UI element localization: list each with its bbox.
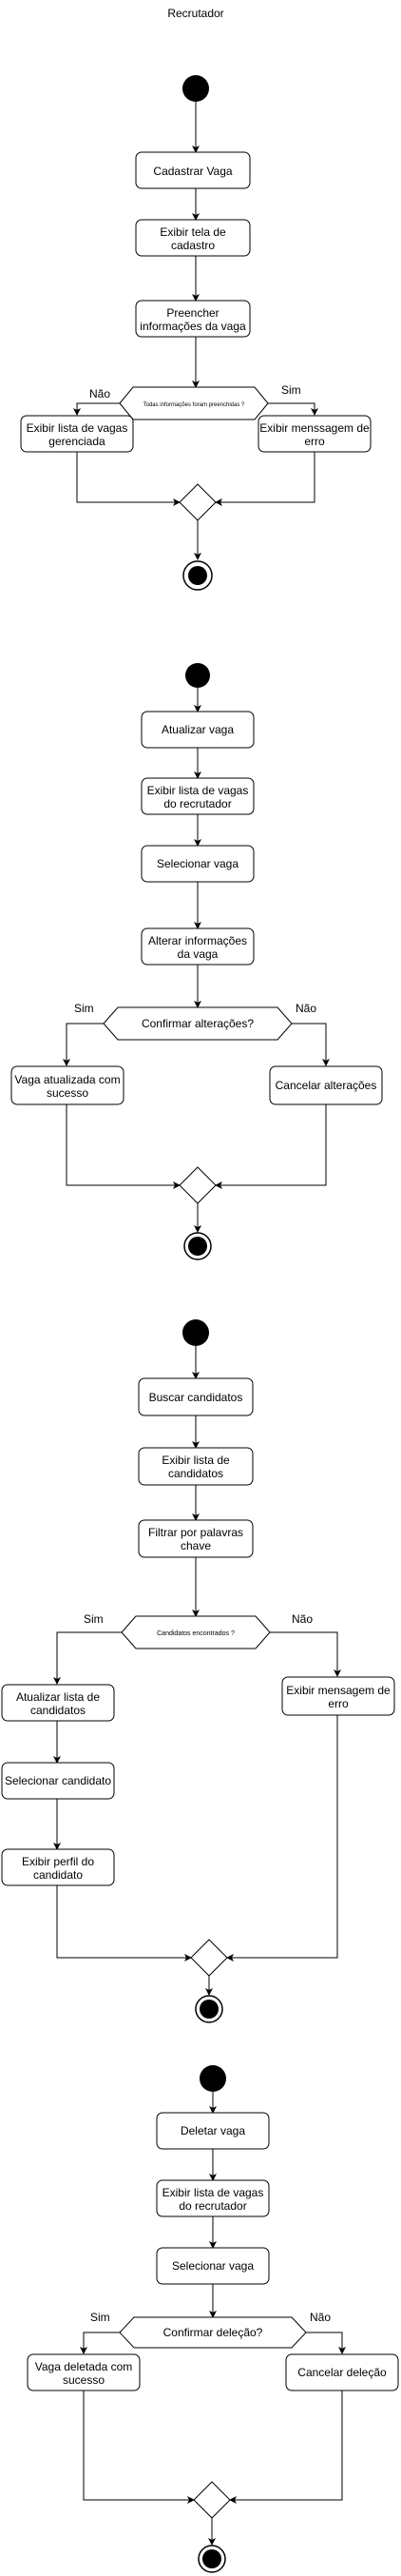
- action-label: Atualizar vaga: [162, 723, 234, 736]
- flow-arrow: [73, 402, 120, 416]
- action-label: Vaga atualizada com: [14, 1073, 120, 1086]
- decision-label: Candidatos encontrados ?: [157, 1630, 235, 1637]
- action-label: do recrutador: [179, 2199, 246, 2213]
- flow-atualizar-vaga: Atualizar vaga Exibir lista de vagas do …: [10, 663, 383, 1260]
- action-label: Exibir lista de vagas: [147, 784, 249, 797]
- flow-arrow: [76, 452, 181, 506]
- action-label: erro: [328, 1697, 349, 1710]
- action-label: cadastro: [171, 239, 215, 252]
- action-label: candidato: [33, 1868, 83, 1882]
- action-label: Selecionar vaga: [157, 857, 239, 870]
- branch-label-sim: Sim: [74, 1002, 94, 1015]
- final-node-inner: [188, 566, 207, 585]
- action-label: sucesso: [63, 2373, 105, 2387]
- decision-label: Todas informações foram preenchidas ?: [143, 402, 245, 408]
- action-label: Exibir tela de: [160, 225, 226, 239]
- action-label: informações da vaga: [140, 320, 246, 333]
- flow-arrow: [292, 1023, 330, 1066]
- action-label: Deletar vaga: [181, 2124, 245, 2137]
- action-label: gerenciada: [48, 435, 105, 448]
- flow-arrow: [83, 2391, 195, 2504]
- branch-label-nao: Não: [296, 1002, 316, 1015]
- flow-arrow: [63, 1023, 104, 1066]
- action-label: do recrutador: [163, 797, 231, 810]
- flow-arrow: [80, 2332, 120, 2354]
- action-label: candidatos: [30, 1704, 86, 1717]
- action-label: Exibir mensagem de: [286, 1684, 391, 1697]
- action-exibir-perfil-candidato: [1, 1848, 115, 1886]
- action-label: Cadastrar Vaga: [153, 165, 232, 178]
- flow-arrow: [56, 1885, 192, 1961]
- merge-node: [190, 1939, 228, 1977]
- branch-label-nao: Não: [89, 387, 110, 400]
- action-label: sucesso: [47, 1086, 88, 1100]
- branch-label-sim: Sim: [84, 1612, 104, 1626]
- action-label: Exibir lista de: [162, 1454, 230, 1467]
- action-label: da vaga: [178, 947, 219, 961]
- action-label: Exibir lista de vagas: [162, 2186, 264, 2199]
- branch-label-sim: Sim: [281, 383, 301, 397]
- flow-arrow: [66, 1104, 181, 1189]
- flow-arrow: [270, 1631, 341, 1677]
- action-label: Selecionar vaga: [172, 2259, 254, 2273]
- flow-deletar-vaga: Deletar vaga Exibir lista de vagas do re…: [27, 2065, 399, 2573]
- action-cadastrar-vaga: [135, 151, 251, 189]
- flow-arrow: [226, 1715, 338, 1961]
- flow-cadastrar-vaga: Cadastrar Vaga Exibir tela de cadastro P…: [20, 75, 372, 591]
- action-label: erro: [304, 435, 325, 448]
- action-label: Alterar informações: [148, 934, 247, 947]
- branch-label-nao: Não: [292, 1612, 313, 1626]
- action-label: chave: [181, 1539, 211, 1552]
- flow-arrow: [215, 1104, 327, 1189]
- flow-arrow: [53, 1631, 122, 1685]
- branch-label-nao: Não: [310, 2311, 331, 2324]
- action-label: Cancelar alterações: [276, 1079, 377, 1092]
- action-atualizar-lista-candidatos: [1, 1684, 115, 1722]
- action-label: Selecionar candidato: [5, 1774, 111, 1787]
- action-label: Buscar candidatos: [149, 1391, 243, 1404]
- decision-label: Confirmar alterações?: [142, 1017, 254, 1030]
- action-exibir-tela-cadastro: [135, 219, 251, 257]
- action-vaga-atualizada: [10, 1065, 124, 1105]
- action-label: Preencher: [166, 306, 219, 320]
- merge-node: [179, 1166, 217, 1204]
- action-label: Vaga deletada com: [35, 2360, 133, 2373]
- final-node-inner: [200, 2000, 219, 2019]
- action-label: Atualizar lista de: [16, 1690, 100, 1704]
- initial-node: [182, 1319, 209, 1346]
- final-node-inner: [202, 2549, 221, 2568]
- initial-node: [200, 2065, 226, 2092]
- action-label: Exibir lista de vagas: [27, 421, 128, 435]
- action-label: candidatos: [168, 1467, 223, 1480]
- action-selecionar-candidato: [1, 1762, 115, 1800]
- page-title: Recrutador: [167, 7, 223, 20]
- action-label: Exibir perfil do: [22, 1855, 94, 1868]
- flow-arrow: [229, 2391, 343, 2504]
- flow-arrow: [215, 452, 315, 506]
- final-node-inner: [188, 1237, 207, 1256]
- action-exibir-mensagem-erro: [281, 1676, 395, 1716]
- action-label: Cancelar deleção: [297, 2366, 387, 2379]
- branch-label-sim: Sim: [90, 2311, 110, 2324]
- decision-label: Confirmar deleção?: [163, 2326, 263, 2339]
- merge-node: [193, 2481, 231, 2519]
- initial-node: [182, 75, 209, 102]
- action-label: Filtrar por palavras: [148, 1526, 243, 1539]
- flow-buscar-candidatos: Buscar candidatos Exibir lista de candid…: [1, 1319, 395, 2023]
- flow-arrow: [268, 402, 318, 416]
- action-label: Exibir menssagem de: [259, 421, 370, 435]
- action-preencher-informacoes: [135, 300, 251, 338]
- merge-node: [179, 483, 217, 521]
- initial-node: [185, 663, 210, 688]
- flow-arrow: [306, 2332, 346, 2354]
